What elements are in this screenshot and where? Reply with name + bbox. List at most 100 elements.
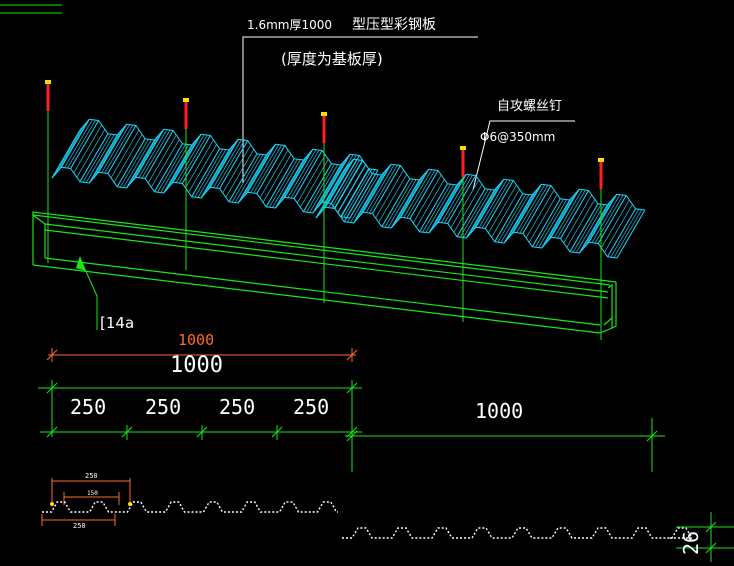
sheet-rib-line (107, 125, 137, 174)
overall-dimension: 1000 (170, 353, 223, 378)
sheet-hatch-line (269, 159, 298, 208)
profile-top-dimension: 250 (85, 472, 98, 480)
sheet-hatch-line (575, 204, 605, 253)
screw-spec-label: Φ6@350mm (480, 130, 555, 144)
screw-axis-lines (47, 84, 602, 340)
sheet-hatch-line (197, 149, 227, 198)
sheet-rib-line (247, 143, 276, 193)
sheet-hatch-line (434, 177, 464, 226)
sheet-hatch-line (241, 151, 270, 200)
sheet-hatch-line (488, 184, 517, 234)
sheet-hatch-line (497, 194, 527, 243)
sheet-hatch-line (225, 149, 255, 198)
sheet-hatch-line (340, 169, 370, 218)
sheet-hatch-line (334, 159, 363, 209)
sheet-hatch-line (166, 141, 196, 190)
segment-dimension-lines (38, 380, 362, 440)
sheet-hatch-line (64, 119, 93, 168)
sheet-hatch-line (519, 184, 549, 234)
sheet-hatch-line (507, 191, 536, 240)
profile-line (42, 501, 338, 513)
sheet-hatch-line (262, 154, 292, 203)
sheet-rib-line (353, 174, 383, 224)
rib-height-dimension: 26 (679, 531, 703, 555)
sheet-hatch-line (378, 174, 407, 223)
sheet-hatch-line (57, 122, 87, 171)
sheet-rib-line (381, 178, 411, 228)
sheet-hatch-line (403, 169, 433, 218)
overall-dimension-accent (46, 348, 358, 362)
sheet-hatch-line (478, 179, 508, 228)
sheet-hatch-line (67, 119, 96, 169)
sheet-rib-line (494, 193, 524, 243)
sheet-hatch-line (216, 139, 245, 189)
sheet-hatch-line (397, 172, 426, 221)
sheet-hatch-line (463, 189, 492, 238)
sheet-hatch-line (337, 164, 367, 214)
sheet-rib-line (531, 198, 561, 248)
sheet-hatch-line (613, 209, 643, 258)
sheet-hatch-line (110, 129, 140, 179)
sheet-hatch-line (315, 161, 345, 210)
sheet-hatch-line (234, 154, 264, 203)
sheet-hatch-line (535, 199, 564, 248)
sheet-hatch-line (296, 154, 326, 204)
sheet-hatch-line (604, 204, 633, 253)
sheet-rib-line (284, 148, 314, 198)
sheet-hatch-line (369, 164, 398, 214)
sheet-hatch-line (394, 176, 423, 225)
sheet-hatch-line (92, 131, 121, 180)
sheet-rib-line (321, 153, 351, 203)
sheet-rib-line (330, 155, 360, 204)
sheet-hatch-line (95, 127, 124, 176)
sheet-hatch-line (431, 181, 461, 230)
sheet-hatch-line (290, 149, 320, 199)
sheet-hatch-line (544, 196, 574, 245)
sheet-hatch-line (453, 184, 483, 233)
channel-label: [14a (100, 314, 134, 332)
sheet-rib-line (372, 165, 401, 214)
sheet-hatch-line (259, 149, 289, 199)
sheet-rib-line (503, 194, 533, 244)
right-width-dimension: 1000 (475, 399, 523, 423)
sheet-rib-line (484, 180, 514, 229)
profile-dimension-lines (41, 478, 131, 526)
screw-name-label: 自攻螺丝钉 (497, 99, 562, 114)
sheet-hatch-line (104, 124, 134, 174)
sheet-hatch-line (132, 132, 161, 181)
sheet-hatch-line (169, 137, 199, 186)
sheet-hatch-line (365, 164, 395, 213)
sheet-hatch-line (459, 189, 489, 238)
channel-beam (32, 211, 617, 334)
sheet-hatch-line (416, 179, 445, 228)
sheet-rib-line (70, 120, 100, 169)
sheet-rib-line (560, 190, 589, 239)
sheet-rib-line (550, 188, 580, 238)
sheet-rib-line (98, 123, 127, 173)
sheet-hatch-line (281, 152, 310, 201)
sheet-hatch-line (331, 159, 360, 209)
sheet-rib-line (409, 170, 439, 219)
sheet-rib-line (541, 199, 571, 249)
sheet-rib-line (172, 133, 202, 183)
sheet-rib-line (456, 188, 486, 238)
sheet-hatch-line (318, 166, 348, 215)
sheet-hatch-line (591, 194, 621, 243)
sheet-rib-line (275, 159, 304, 209)
sheet-hatch-line (444, 174, 473, 224)
thickness-note: (厚度为基板厚) (281, 50, 383, 68)
sheet-hatch-line (350, 174, 379, 223)
sheet-hatch-line (129, 136, 158, 185)
sheet-hatch-line (425, 184, 454, 233)
sheet-hatch-line (206, 142, 236, 191)
sheet-rib-line (163, 144, 193, 194)
sheet-hatch-line (113, 134, 143, 183)
segment-dim-1: 250 (70, 395, 106, 419)
profile-corner-marks (50, 502, 132, 506)
sheet-rib-line (390, 179, 420, 229)
overall-dimension-red: 1000 (178, 331, 214, 349)
sheet-hatch-line (384, 179, 414, 228)
sheet-hatch-line (138, 129, 168, 178)
plate-spec-label: 1.6mm厚1000 (247, 18, 332, 32)
